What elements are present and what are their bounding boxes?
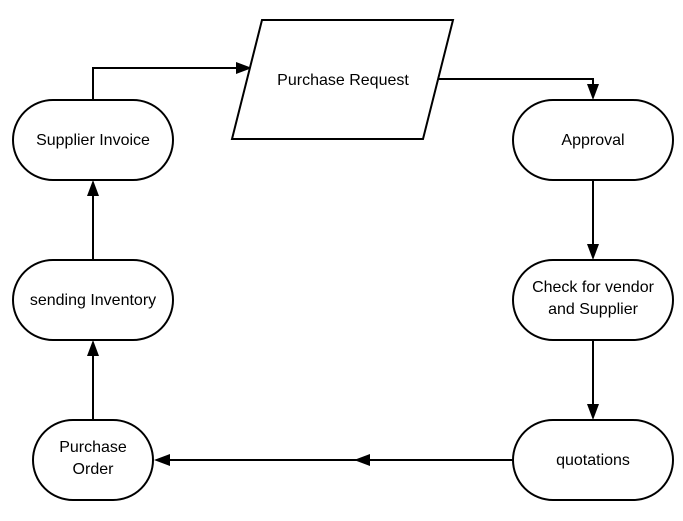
terminator-shape (512, 419, 674, 501)
node-purchase-request: Purchase Request (230, 19, 455, 140)
node-label-line-1: Purchase (59, 439, 127, 456)
node-sending-inventory: sending Inventory (12, 259, 174, 341)
arrowhead-sending-inventory (87, 340, 99, 356)
parallelogram-shape (230, 19, 455, 140)
node-label: Approval (561, 132, 624, 149)
node-supplier-invoice: Supplier Invoice (12, 99, 174, 181)
node-quotations: quotations (512, 419, 674, 501)
node-approval: Approval (512, 99, 674, 181)
node-purchase-order: Purchase Order (32, 419, 154, 501)
terminator-shape (12, 259, 174, 341)
node-label-line-2: and Supplier (548, 301, 639, 318)
node-label: quotations (556, 452, 630, 469)
node-label-line-2: Order (73, 461, 115, 478)
edge-supplier-invoice-to-purchase-request (92, 67, 238, 100)
arrowhead-supplier-invoice (87, 180, 99, 196)
node-label-line-1: Check for vendor (532, 279, 655, 296)
terminator-shape (12, 99, 174, 181)
node-label: sending Inventory (30, 292, 156, 309)
arrowhead-purchase-order (154, 454, 170, 466)
terminator-shape (512, 259, 674, 341)
edge-purchase-request-to-approval (437, 78, 594, 86)
node-check-vendor: Check for vendor and Supplier (512, 259, 674, 341)
node-label: Supplier Invoice (36, 132, 150, 149)
arrowhead-check-vendor (587, 244, 599, 260)
arrowhead-quotations (587, 404, 599, 420)
arrowhead-mid-quotations-edge (354, 454, 370, 466)
arrowhead-purchase-request (236, 62, 252, 74)
node-label: Purchase Request (277, 72, 409, 89)
arrowhead-approval (587, 84, 599, 100)
edges (87, 62, 599, 466)
terminator-shape (32, 419, 154, 501)
terminator-shape (512, 99, 674, 181)
